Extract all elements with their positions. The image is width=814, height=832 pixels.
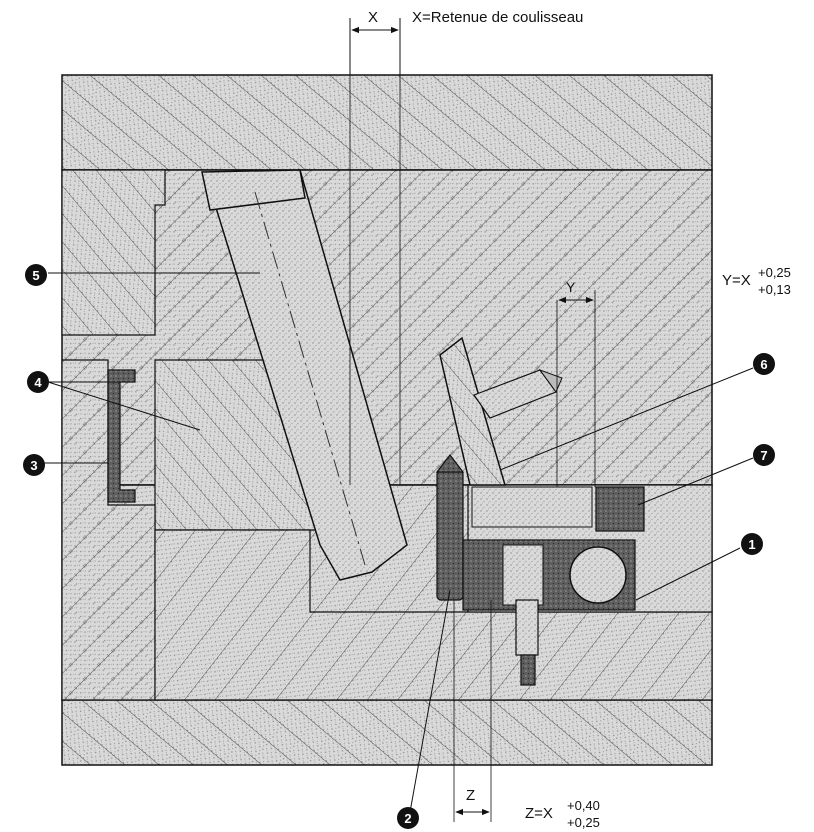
x-definition: X=Retenue de coulisseau xyxy=(412,9,583,26)
stop-block xyxy=(595,486,645,532)
callout-4-number: 4 xyxy=(34,375,42,390)
slide-pocket xyxy=(471,486,593,528)
y-tol-upper: +0,25 xyxy=(758,265,791,280)
callout-2: 2 xyxy=(397,807,419,829)
callout-7: 7 xyxy=(753,444,775,466)
locking-wedge xyxy=(439,336,563,486)
callout-4: 4 xyxy=(27,371,49,393)
leader-lines xyxy=(42,272,754,813)
z-formula-base: Z=X xyxy=(525,805,553,822)
y-formula-base: Y=X xyxy=(722,272,751,289)
angle-pin xyxy=(201,169,408,581)
callout-6: 6 xyxy=(753,353,775,375)
callout-1-number: 1 xyxy=(748,537,755,552)
x-label: X xyxy=(368,9,378,26)
callout-5: 5 xyxy=(25,264,47,286)
callout-3-number: 3 xyxy=(30,458,37,473)
callout-5-number: 5 xyxy=(32,268,39,283)
y-formula: Y=X +0,25 +0,13 xyxy=(722,265,791,297)
left-guide-upper xyxy=(61,169,166,336)
spring-detent xyxy=(462,539,636,686)
dowel-pin xyxy=(435,454,465,601)
left-guide-lower xyxy=(61,359,156,701)
z-tol-lower: +0,25 xyxy=(567,815,600,830)
z-tol-upper: +0,40 xyxy=(567,798,600,813)
z-formula: Z=X +0,40 +0,25 xyxy=(525,798,600,830)
dimension-x xyxy=(349,18,401,485)
callout-3: 3 xyxy=(23,454,45,476)
callout-7-number: 7 xyxy=(760,448,767,463)
dimension-y xyxy=(556,290,596,487)
callout-1: 1 xyxy=(741,533,763,555)
z-label: Z xyxy=(466,787,475,804)
y-tol-lower: +0,13 xyxy=(758,282,791,297)
top-clamp-plate xyxy=(61,74,713,171)
callout-2-number: 2 xyxy=(404,811,411,826)
callout-6-number: 6 xyxy=(760,357,767,372)
bottom-clamp-plate xyxy=(61,699,713,766)
y-label: Y xyxy=(566,279,576,295)
dimension-z xyxy=(453,600,492,822)
